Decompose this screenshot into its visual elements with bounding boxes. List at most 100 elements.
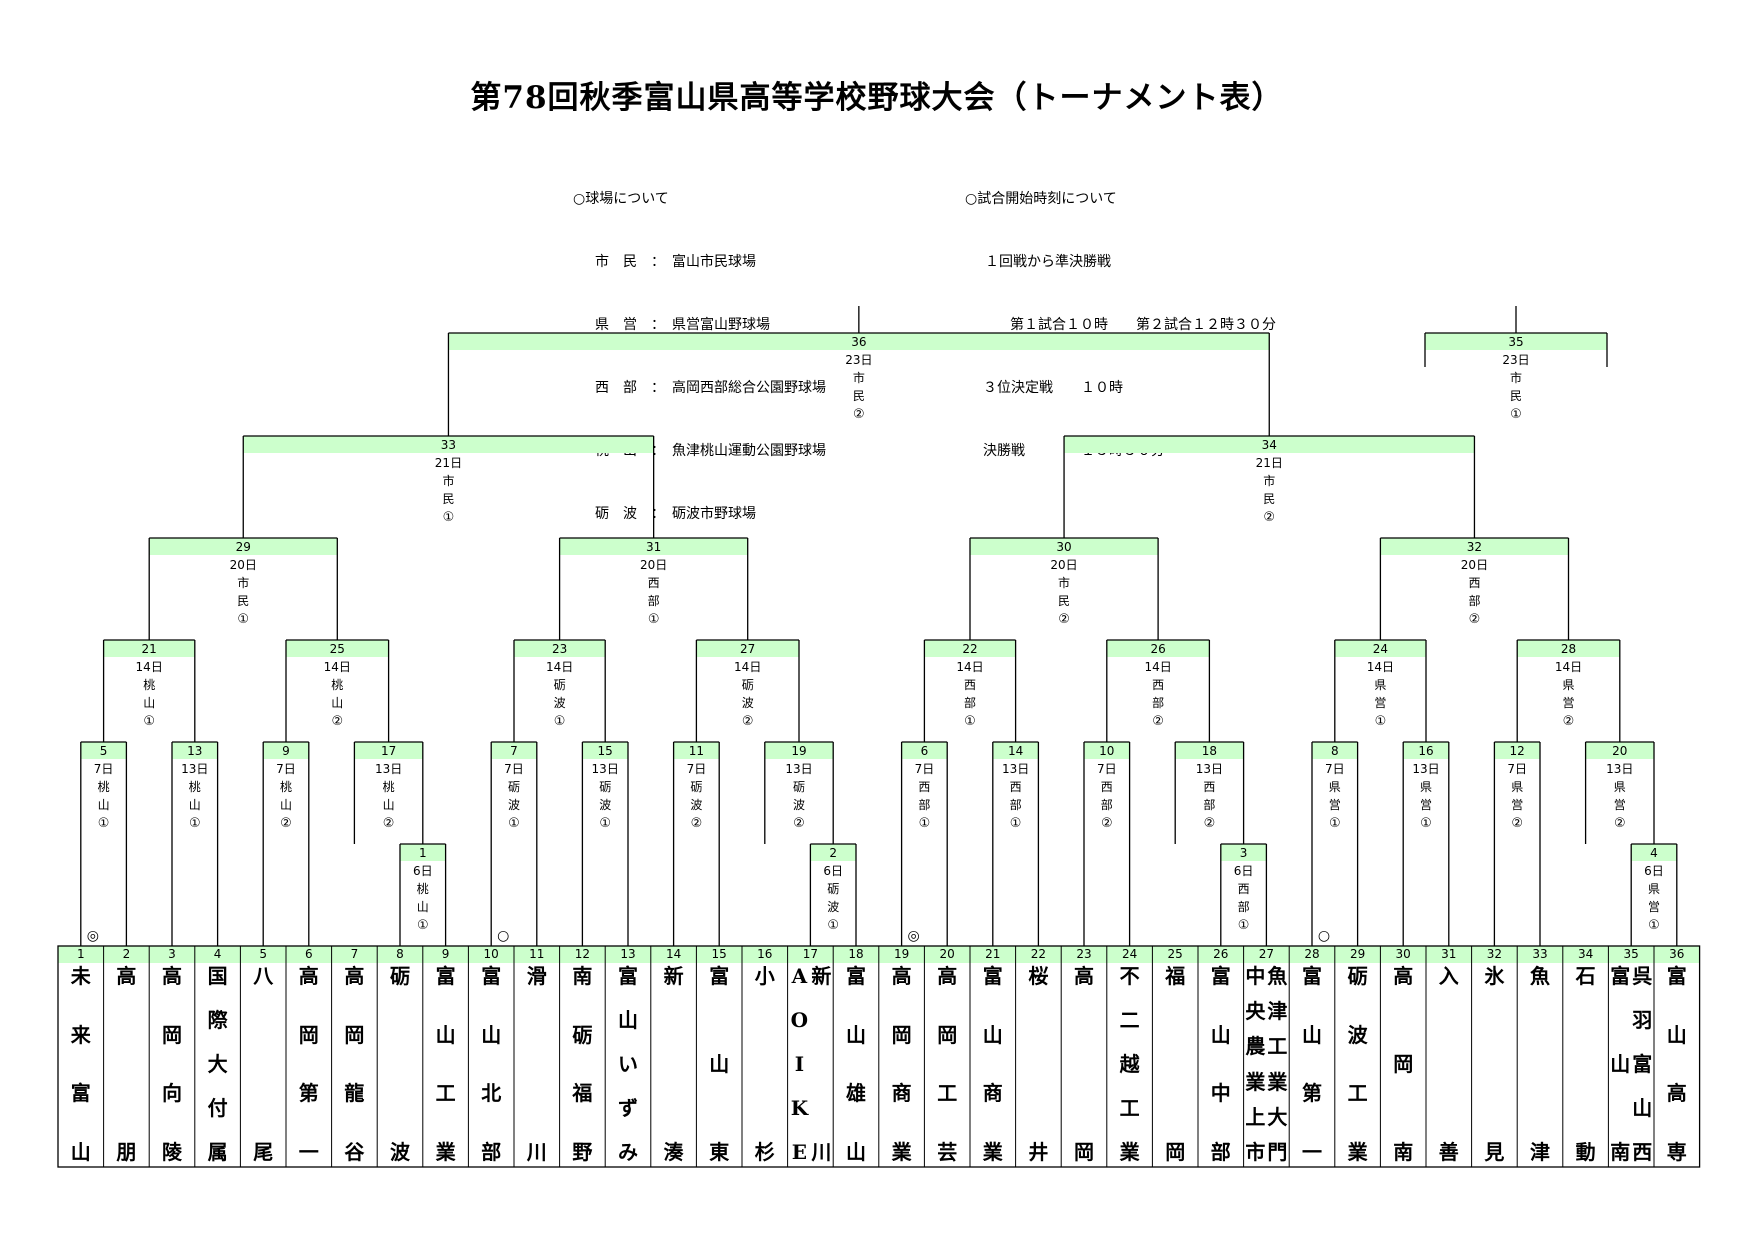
team-number: 29 bbox=[1349, 947, 1366, 961]
match-day: 14日 bbox=[1144, 660, 1171, 674]
team-name: 砺波工業 bbox=[1347, 964, 1368, 1164]
match-header bbox=[243, 436, 654, 453]
match-number: 19 bbox=[791, 744, 806, 758]
match-number: 20 bbox=[1612, 744, 1627, 758]
team-name: 滑川 bbox=[526, 964, 547, 1164]
match-venue: 市 bbox=[1510, 370, 1522, 385]
match-venue: 西 bbox=[1152, 678, 1164, 692]
match-number: 35 bbox=[1508, 335, 1523, 349]
match-venue: 部 bbox=[1152, 695, 1164, 710]
match-venue: 山 bbox=[417, 900, 429, 914]
match-venue: 山 bbox=[98, 798, 110, 812]
match-header bbox=[1175, 742, 1244, 759]
team-name: 高岡商業 bbox=[891, 964, 912, 1164]
match-day: 6日 bbox=[413, 864, 433, 878]
match-slot: ② bbox=[1204, 816, 1216, 831]
match-venue: 部 bbox=[1010, 797, 1022, 812]
match-number: 22 bbox=[962, 642, 977, 656]
match-venue: 営 bbox=[1648, 900, 1660, 914]
match-number: 28 bbox=[1561, 642, 1576, 656]
match-number: 3 bbox=[1240, 846, 1248, 860]
match-venue: 営 bbox=[1420, 798, 1432, 812]
match-venue: 西 bbox=[964, 678, 976, 692]
match-day: 23日 bbox=[1502, 353, 1529, 367]
team-name: 砺波 bbox=[389, 964, 410, 1164]
team-name: 入善 bbox=[1438, 964, 1459, 1164]
start-time-line: 第１試合１０時 第２試合１２時３０分 bbox=[1010, 317, 1276, 333]
match-number: 2 bbox=[829, 846, 837, 860]
team-number: 25 bbox=[1167, 947, 1183, 961]
match-venue: 市 bbox=[1058, 575, 1070, 590]
match-venue: 県 bbox=[1329, 780, 1341, 794]
team-name-column: 中央農業上市 bbox=[1245, 964, 1266, 1164]
match-venue: 桃 bbox=[383, 779, 395, 794]
match-day: 14日 bbox=[546, 660, 573, 674]
match-header bbox=[263, 742, 309, 759]
match-day: 14日 bbox=[324, 660, 351, 674]
match-number: 4 bbox=[1650, 846, 1658, 860]
match-venue: 桃 bbox=[280, 779, 292, 794]
match-header bbox=[172, 742, 218, 759]
match-venue: 砺 bbox=[554, 678, 566, 692]
team-number: 31 bbox=[1441, 947, 1457, 961]
match-venue: 西 bbox=[648, 576, 660, 590]
match-day: 13日 bbox=[785, 762, 812, 776]
team-name: 新湊 bbox=[663, 964, 684, 1164]
match-slot: ① bbox=[919, 816, 931, 831]
match-venue: 波 bbox=[793, 798, 805, 812]
team-name: 桜井 bbox=[1028, 964, 1049, 1164]
match-venue: 西 bbox=[1203, 780, 1215, 794]
match-venue: 西 bbox=[1238, 882, 1250, 896]
match-day: 13日 bbox=[1412, 762, 1439, 776]
match-venue: 桃 bbox=[143, 677, 155, 692]
match-venue: 市 bbox=[1263, 473, 1275, 488]
match-number: 6 bbox=[921, 744, 929, 758]
match-number: 30 bbox=[1056, 540, 1071, 554]
match-header bbox=[582, 742, 628, 759]
team-number: 2 bbox=[122, 947, 131, 961]
match-slot: ① bbox=[443, 510, 455, 525]
match-slot: ① bbox=[1375, 714, 1387, 729]
match-venue: 県 bbox=[1511, 780, 1523, 794]
match-slot: ② bbox=[331, 714, 343, 729]
match-venue: 市 bbox=[853, 370, 865, 385]
match-number: 36 bbox=[851, 335, 866, 349]
team-name: 高岡南 bbox=[1393, 964, 1414, 1164]
match-day: 13日 bbox=[1196, 762, 1223, 776]
team-name: 富山第一 bbox=[1301, 964, 1322, 1164]
match-venue: 民 bbox=[1058, 594, 1070, 608]
match-venue: 西 bbox=[1010, 780, 1022, 794]
match-number: 11 bbox=[689, 744, 704, 758]
team-number: 16 bbox=[757, 947, 773, 961]
team-name: 富山北部 bbox=[481, 964, 502, 1164]
team-number: 33 bbox=[1532, 947, 1548, 961]
match-day: 20日 bbox=[1050, 558, 1077, 572]
match-header bbox=[354, 742, 423, 759]
match-day: 13日 bbox=[181, 762, 208, 776]
team-name: 小杉 bbox=[754, 964, 775, 1164]
start-time-legend: ○試合開始時刻について １回戦から準決勝戦 第１試合１０時 第２試合１２時３０分… bbox=[965, 147, 1276, 483]
match-header bbox=[810, 844, 856, 861]
match-number: 16 bbox=[1418, 744, 1433, 758]
match-header bbox=[1334, 640, 1426, 657]
match-venue: 部 bbox=[918, 797, 930, 812]
team-number: 3 bbox=[168, 947, 176, 961]
venue-row: 西 部 ： 高岡西部総合公園野球場 bbox=[595, 380, 826, 396]
match-venue: 桃 bbox=[417, 881, 429, 896]
team-name: 高岡龍谷 bbox=[344, 964, 365, 1164]
match-day: 14日 bbox=[956, 660, 983, 674]
seed-double-circle-icon: ◎ bbox=[86, 928, 99, 944]
match-header bbox=[1403, 742, 1449, 759]
match-venue: 県 bbox=[1648, 882, 1660, 896]
match-number: 17 bbox=[381, 744, 396, 758]
team-name: 富山中部 bbox=[1210, 964, 1231, 1164]
team-name: 高朋 bbox=[116, 964, 137, 1164]
match-venue: 山 bbox=[383, 798, 395, 812]
match-number: 14 bbox=[1008, 744, 1023, 758]
team-number: 10 bbox=[483, 947, 499, 961]
match-number: 9 bbox=[282, 744, 290, 758]
match-slot: ① bbox=[1010, 816, 1022, 831]
team-number: 9 bbox=[441, 947, 450, 961]
match-venue: 県 bbox=[1374, 678, 1386, 692]
